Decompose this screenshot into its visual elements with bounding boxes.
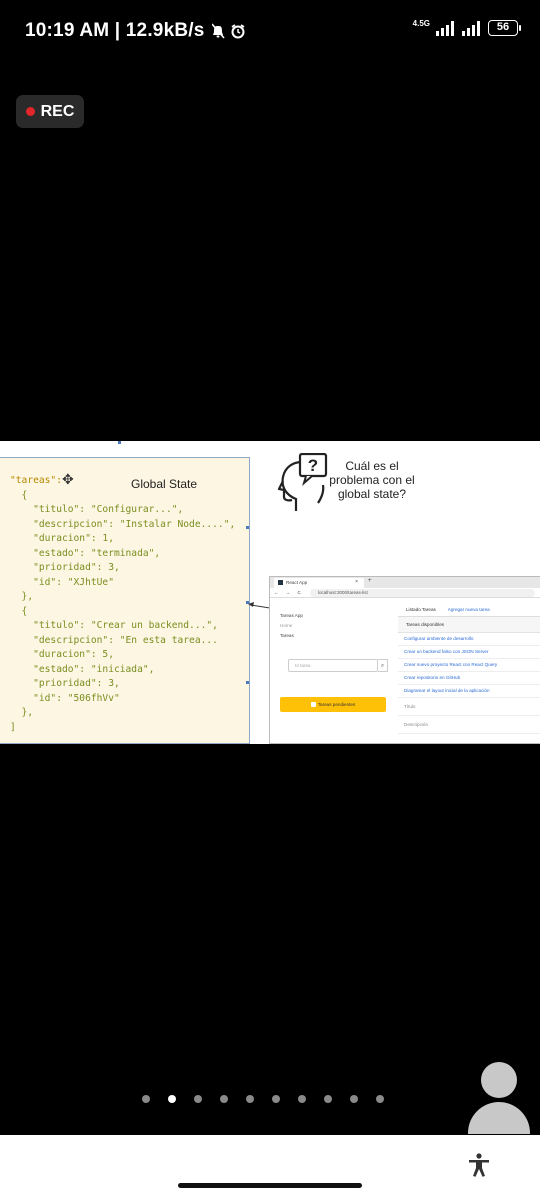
code-key-tareas: "tareas": <box>10 475 62 486</box>
rec-indicator[interactable]: REC <box>16 95 84 128</box>
network-type: 4.5G <box>412 19 430 28</box>
page-dot[interactable] <box>246 1095 254 1103</box>
code-line: "duracion": 5, <box>33 649 114 660</box>
page-dot[interactable] <box>194 1095 202 1103</box>
tab-agregar: Agregar nueva tarea <box>447 607 490 612</box>
page-dot[interactable] <box>272 1095 280 1103</box>
code-line: }, <box>21 591 34 602</box>
code-line: "titulo": "Configurar...", <box>33 504 184 515</box>
nav-home: Home <box>280 623 293 628</box>
app-title: Tareas App <box>280 613 303 618</box>
pending-tasks-button: Tareas pendientes <box>280 697 386 712</box>
browser-mockup: React App × + ← → C localhost:3000/tarea… <box>269 576 540 744</box>
nav-tareas: Tareas <box>280 633 294 638</box>
page-dot[interactable] <box>298 1095 306 1103</box>
field-descripcion: Descripción <box>398 716 540 734</box>
avatar[interactable] <box>468 1062 530 1134</box>
page-dot[interactable] <box>376 1095 384 1103</box>
field-titulo: Título <box>398 698 540 716</box>
code-line: "id": "506fhVv" <box>33 692 120 704</box>
browser-address: localhost:3000/tareas-list <box>310 589 535 597</box>
list-item: Crear nuevo proyecto React con React Que… <box>398 659 540 672</box>
record-dot-icon <box>25 107 35 116</box>
battery-icon: 56 <box>488 20 521 36</box>
page-dot[interactable] <box>168 1095 176 1103</box>
question-text: Cuál es el problema con el global state? <box>329 459 415 501</box>
selection-handle <box>118 441 121 444</box>
global-state-title: Global State <box>131 477 198 491</box>
presentation-slide: "tareas": { "titulo": "Configurar...", "… <box>0 441 540 744</box>
code-line: "estado": "iniciada", <box>33 663 155 675</box>
pending-tasks-label: Tareas pendientes <box>317 702 356 707</box>
browser-tab: React App × <box>274 578 364 588</box>
list-item: Crear repositorio en GitHub <box>398 672 540 685</box>
code-line: "estado": "terminada", <box>33 547 161 559</box>
task-id-search: Id tarea <box>288 659 378 672</box>
code-line: "descripcion": "Instalar Node....", <box>33 518 236 530</box>
avatar-head <box>481 1062 517 1098</box>
thinking-head-icon: ? <box>278 453 328 511</box>
signal-2-icon <box>462 20 480 36</box>
selection-handle <box>246 681 249 684</box>
selection-handle <box>246 601 249 604</box>
list-header: Tareas disponibles <box>398 617 540 633</box>
home-indicator[interactable] <box>178 1183 362 1188</box>
tab-listado: Listado Tareas <box>406 607 436 612</box>
page-dot[interactable] <box>220 1095 228 1103</box>
status-bar: 10:19 AM | 12.9kB/s 4.5G 56 <box>0 0 540 64</box>
page-dot[interactable] <box>142 1095 150 1103</box>
app-sidebar: Tareas App Home Tareas <box>280 613 380 643</box>
code-panel: "tareas": { "titulo": "Configurar...", "… <box>0 457 250 744</box>
list-item: Diagramar el layout inicial de la aplica… <box>398 685 540 698</box>
selection-handle <box>246 526 249 529</box>
page-indicator[interactable] <box>0 1095 540 1103</box>
avatar-body <box>468 1102 530 1134</box>
signal-area: 4.5G 56 <box>412 19 521 36</box>
close-icon: × <box>355 579 358 585</box>
accessibility-icon[interactable] <box>468 1153 490 1177</box>
alarm-icon <box>231 24 245 39</box>
badge-icon <box>310 702 316 708</box>
browser-tab-title: React App <box>286 580 308 585</box>
browser-tabbar: React App × + <box>270 577 540 588</box>
status-icons <box>212 23 245 39</box>
status-time: 10:19 AM | 12.9kB/s <box>25 20 205 41</box>
arrow-icon <box>248 602 270 609</box>
page-dot[interactable] <box>324 1095 332 1103</box>
move-cursor-icon: ✥ <box>62 471 74 487</box>
code-line: { <box>21 605 28 617</box>
navigation-bar <box>0 1135 540 1200</box>
code-line: "descripcion": "En esta tarea... <box>33 634 218 646</box>
svg-text:?: ? <box>308 456 318 475</box>
code-line: ] <box>10 721 16 733</box>
code-line: "prioridad": 3, <box>33 562 120 573</box>
app-main: Listado Tareas Agregar nueva tarea Tarea… <box>398 607 540 734</box>
list-item: Configurar ambiente de desarrollo <box>398 633 540 646</box>
new-tab-icon: + <box>368 578 372 584</box>
code-lines: { "titulo": "Configurar...", "descripcio… <box>10 490 235 733</box>
browser-urlbar: ← → C localhost:3000/tareas-list <box>270 588 540 598</box>
app-tabs: Listado Tareas Agregar nueva tarea <box>398 607 540 617</box>
code-line: { <box>21 489 28 501</box>
list-item: Crear un backend falso con JSON Server <box>398 646 540 659</box>
search-icon: ⌕ <box>378 659 388 672</box>
code-line: "titulo": "Crear un backend...", <box>33 620 218 631</box>
signal-1-icon <box>436 20 454 36</box>
code-line: }, <box>21 707 34 718</box>
code-line: "prioridad": 3, <box>33 678 120 689</box>
browser-nav-icons: ← → C <box>274 590 304 595</box>
mute-bell-icon <box>212 23 225 39</box>
page-dot[interactable] <box>350 1095 358 1103</box>
rec-label: REC <box>40 102 75 120</box>
code-line: "id": "XJhtUe" <box>33 576 114 588</box>
code-line: "duracion": 1, <box>33 533 114 544</box>
